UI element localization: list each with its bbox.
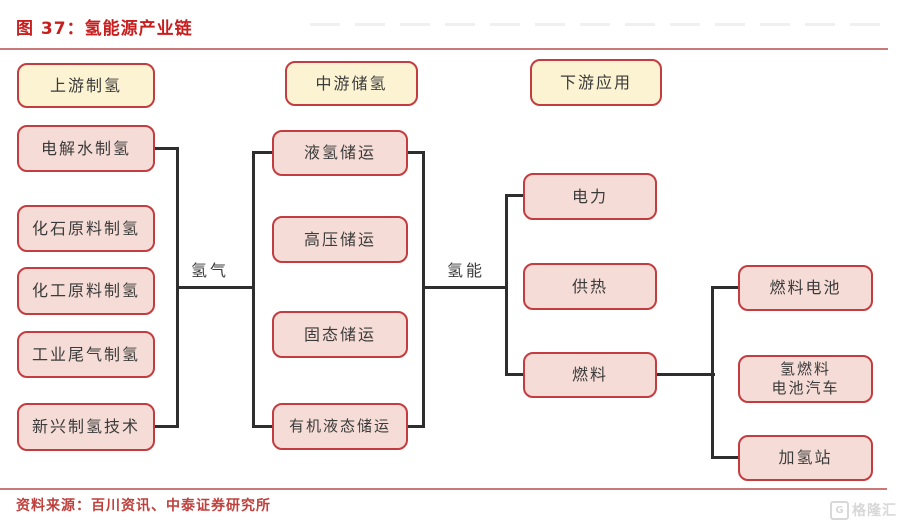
connector-storage-right-rail [422, 151, 425, 428]
node-emerging-tech-label: 新兴制氢技术 [31, 417, 140, 436]
edge-label-hydrogen-energy: 氢能 [447, 261, 486, 280]
connector-fuel-cell-stub [711, 286, 739, 289]
node-fcev-label-line1: 氢燃料 [779, 360, 831, 379]
source-note: 资料来源：百川资讯、中泰证券研究所 [16, 498, 271, 514]
footer-rule [0, 488, 887, 490]
node-heating: 供热 [523, 263, 657, 310]
node-organic-liquid-storage-label: 有机液态储运 [288, 417, 391, 436]
connector-storage-left-rail [252, 151, 255, 428]
node-fuel-label: 燃料 [571, 365, 608, 384]
edge-label-hydrogen-gas: 氢气 [191, 261, 230, 280]
node-solid-storage: 固态储运 [272, 311, 408, 358]
node-fuel-cell: 燃料电池 [738, 265, 873, 311]
node-chemical-feedstock: 化工原料制氢 [17, 267, 155, 315]
node-solid-storage-label: 固态储运 [303, 324, 376, 344]
top-dashed-divider [310, 23, 893, 26]
node-fcev-label-line2: 电池汽车 [771, 379, 840, 397]
watermark-text: 格隆汇 [852, 503, 897, 519]
connector-power-stub [505, 194, 525, 197]
figure-title: 图 37：氢能源产业链 [16, 19, 193, 39]
node-fuel-cell-label: 燃料电池 [769, 278, 842, 297]
connector-fuel-to-subchain [655, 373, 715, 376]
connector-electrolysis-stub [153, 147, 179, 150]
header-downstream-label: 下游应用 [559, 72, 632, 92]
header-upstream: 上游制氢 [17, 63, 155, 108]
node-fuel: 燃料 [523, 352, 657, 398]
title-underline [0, 48, 888, 50]
node-organic-liquid-storage: 有机液态储运 [272, 403, 408, 450]
header-midstream: 中游储氢 [285, 61, 418, 106]
node-liquid-storage: 液氢储运 [272, 130, 408, 176]
node-emerging-tech: 新兴制氢技术 [17, 403, 155, 451]
connector-fuel-stub [505, 373, 525, 376]
node-fcev: 氢燃料 电池汽车 [738, 355, 873, 403]
node-refueling-station: 加氢站 [738, 435, 873, 481]
node-power: 电力 [523, 173, 657, 220]
node-liquid-storage-label: 液氢储运 [303, 143, 376, 162]
header-midstream-label: 中游储氢 [315, 73, 388, 93]
node-water-electrolysis-label: 电解水制氢 [40, 138, 131, 158]
node-industrial-tailgas-label: 工业尾气制氢 [31, 344, 140, 364]
header-downstream: 下游应用 [530, 59, 662, 106]
node-chemical-feedstock-label: 化工原料制氢 [31, 281, 140, 300]
node-water-electrolysis: 电解水制氢 [17, 125, 155, 172]
connector-application-rail [505, 194, 508, 376]
node-power-label: 电力 [571, 186, 608, 206]
connector-hydrogen-gas-line [176, 286, 255, 289]
connector-refueling-station-stub [711, 456, 739, 459]
connector-emerging-tech-stub [153, 425, 179, 428]
node-heating-label: 供热 [571, 276, 608, 296]
node-high-pressure-storage-label: 高压储运 [303, 229, 376, 249]
node-refueling-station-label: 加氢站 [778, 448, 833, 467]
node-high-pressure-storage: 高压储运 [272, 216, 408, 263]
watermark: G 格隆汇 [830, 500, 897, 520]
node-fossil-feedstock-label: 化石原料制氢 [31, 218, 140, 238]
node-fossil-feedstock: 化石原料制氢 [17, 205, 155, 252]
header-upstream-label: 上游制氢 [49, 75, 122, 95]
connector-subchain-rail [711, 286, 714, 459]
connector-hydrogen-energy-line [422, 286, 508, 289]
node-industrial-tailgas: 工业尾气制氢 [17, 331, 155, 378]
watermark-logo-icon: G [830, 500, 849, 520]
